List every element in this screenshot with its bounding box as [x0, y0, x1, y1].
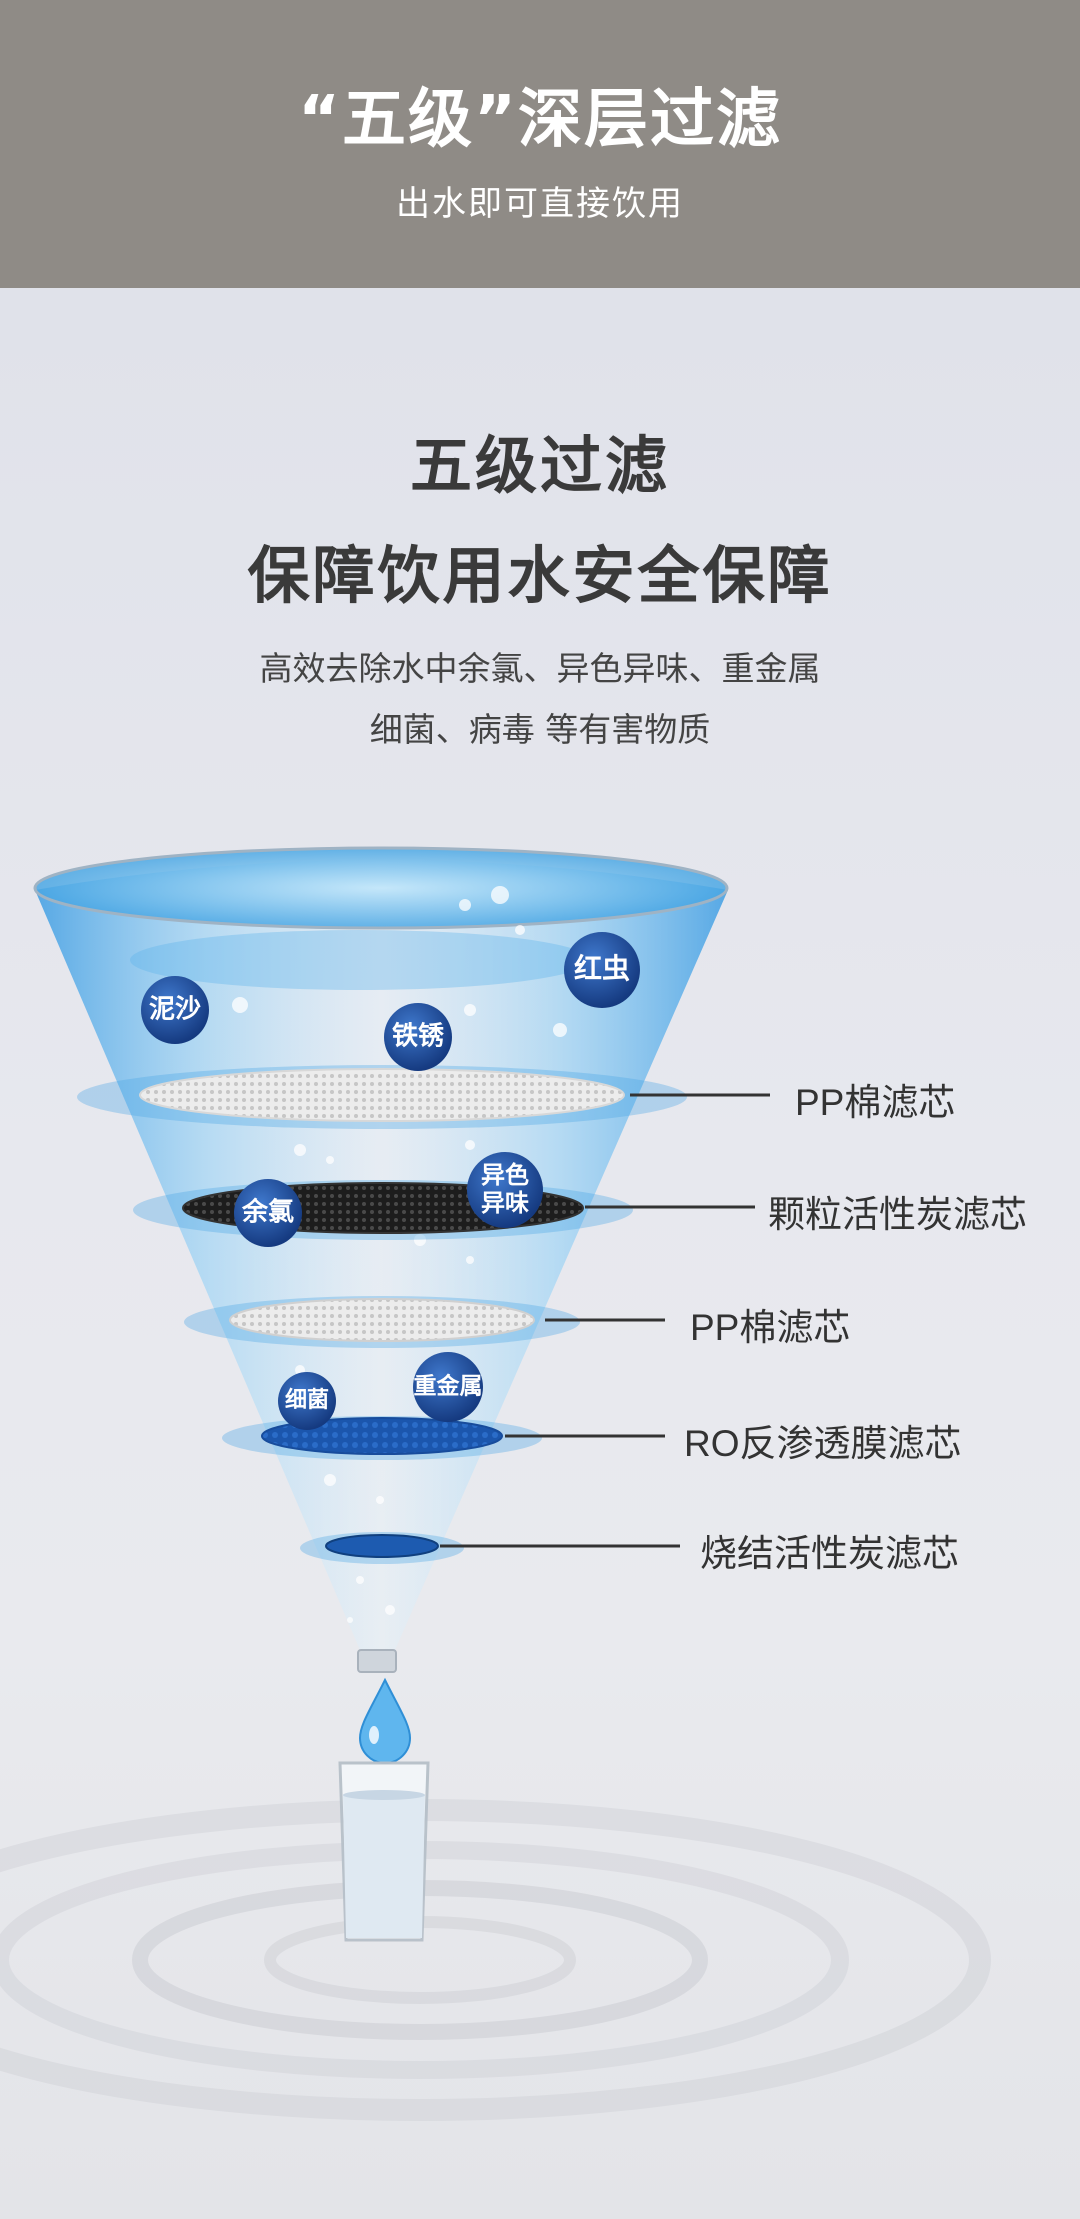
main-title-line-2: 保障饮用水安全保障: [247, 539, 833, 612]
layer-label-5: 烧结活性炭滤芯: [700, 1533, 959, 1574]
main-title-line-1: 五级过滤: [409, 429, 670, 502]
header-title: “五级”深层过滤: [297, 83, 783, 157]
header-banner: “五级”深层过滤 出水即可直接饮用: [0, 0, 1080, 288]
badge-sand: 泥沙: [141, 976, 209, 1044]
badge-chlorine: 余氯: [234, 1179, 302, 1247]
filter-layer-3: [184, 1296, 580, 1348]
description-line-2: 细菌、病毒 等有害物质: [369, 710, 711, 749]
funnel: [33, 846, 729, 1650]
funnel-nozzle: [357, 1649, 397, 1673]
filter-layer-1: [77, 1065, 687, 1129]
filter-layer-4: [222, 1416, 542, 1460]
badge-red-worm: 红虫: [564, 932, 640, 1008]
layer-label-4: RO反渗透膜滤芯: [684, 1423, 962, 1464]
badge-heavy-metal: 重金属: [413, 1352, 483, 1422]
leader-lines: [440, 1093, 770, 1548]
filter-layer-5: [300, 1532, 464, 1564]
badge-label-color1: 异色: [481, 1161, 529, 1189]
water-glass-icon: [338, 1761, 430, 1942]
layer-label-3: PP棉滤芯: [690, 1307, 851, 1348]
badge-label-rust: 铁锈: [392, 1021, 444, 1052]
header-subtitle: 出水即可直接饮用: [396, 184, 684, 224]
badge-color-odor: 异色 异味: [467, 1152, 543, 1228]
badge-label-metal: 重金属: [414, 1373, 483, 1400]
badge-rust: 铁锈: [384, 1003, 452, 1071]
badge-label-bacteria: 细菌: [285, 1387, 329, 1413]
filter-layer-2: [133, 1180, 633, 1240]
description-line-1: 高效去除水中余氯、异色异味、重金属: [259, 649, 821, 688]
badge-label-worm: 红虫: [574, 952, 630, 985]
water-droplet-icon: [358, 1677, 412, 1764]
badge-label-sand: 泥沙: [149, 995, 201, 1025]
badge-bacteria: 细菌: [278, 1372, 336, 1430]
badge-label-color2: 异味: [481, 1189, 529, 1217]
layer-label-2: 颗粒活性炭滤芯: [768, 1194, 1027, 1235]
water-ripples: [0, 1799, 991, 2121]
layer-label-1: PP棉滤芯: [795, 1082, 956, 1123]
badge-label-chlorine: 余氯: [241, 1197, 294, 1228]
